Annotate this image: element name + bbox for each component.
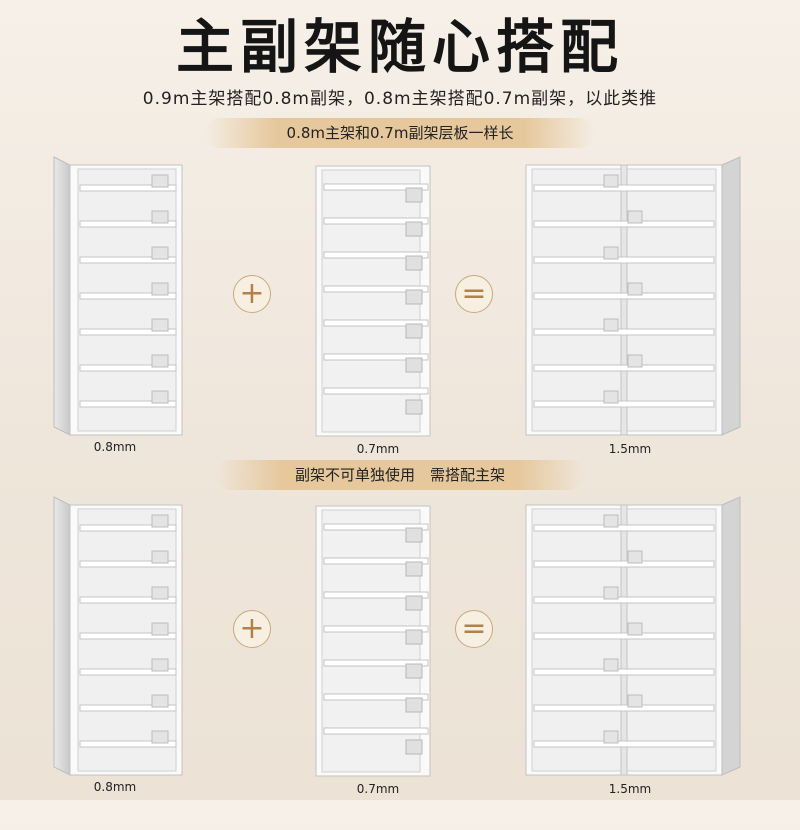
- equals-icon: =: [455, 610, 493, 648]
- plus-icon: +: [233, 275, 271, 313]
- shelf-row-1: + =: [0, 150, 800, 490]
- main-shelf-image: [53, 156, 183, 436]
- banner-middle: 副架不可单独使用 需搭配主架: [215, 460, 585, 490]
- shelf-row-2: + =: [0, 490, 800, 830]
- combined-shelf-label: 1.5mm: [608, 782, 652, 796]
- main-shelf-image: [53, 496, 183, 776]
- plus-icon: +: [233, 610, 271, 648]
- main-shelf-label: 0.8mm: [93, 780, 137, 794]
- sub-shelf-image: [315, 165, 431, 437]
- combined-shelf-label: 1.5mm: [608, 442, 652, 456]
- combined-shelf-image: [525, 496, 741, 776]
- page-subtitle: 0.9m主架搭配0.8m副架，0.8m主架搭配0.7m副架，以此类推: [142, 89, 658, 109]
- page-title: 主副架随心搭配: [175, 13, 624, 81]
- sub-shelf-label: 0.7mm: [356, 782, 400, 796]
- combined-shelf-image: [525, 156, 741, 436]
- banner-top: 0.8m主架和0.7m副架层板一样长: [205, 118, 595, 148]
- main-shelf-label: 0.8mm: [93, 440, 137, 454]
- equals-icon: =: [455, 275, 493, 313]
- sub-shelf-image: [315, 505, 431, 777]
- sub-shelf-label: 0.7mm: [356, 442, 400, 456]
